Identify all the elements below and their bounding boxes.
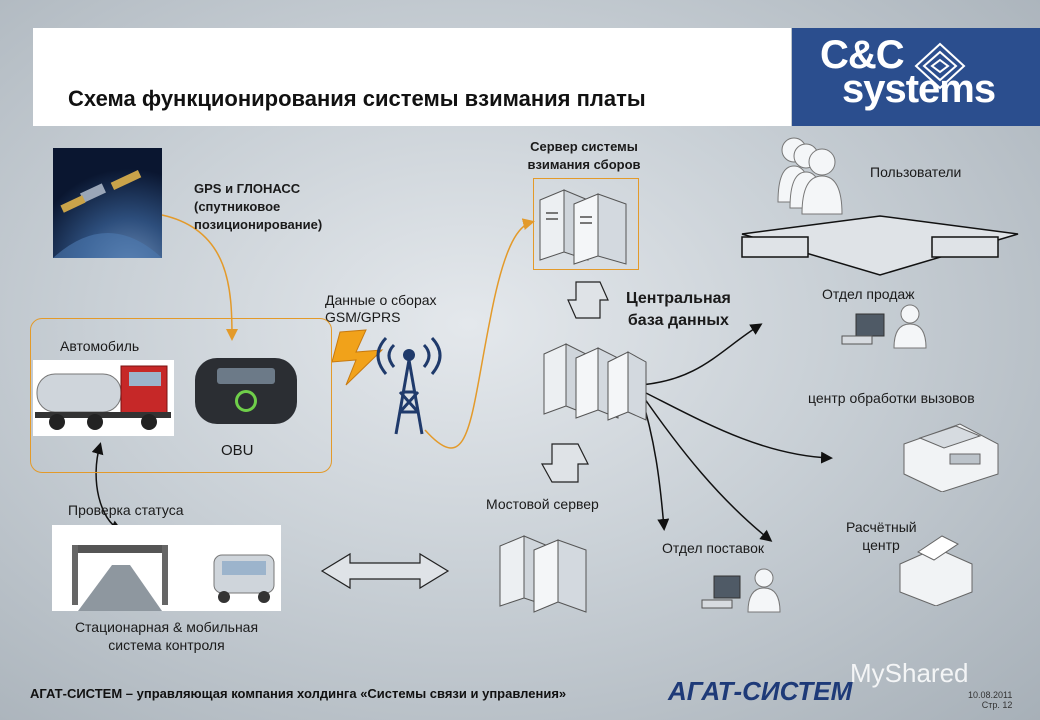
- call-center-label: центр обработки вызовов: [808, 390, 975, 406]
- server-frame: [533, 178, 639, 270]
- fax-icon: [903, 423, 999, 492]
- database-servers-icon: [543, 343, 647, 421]
- gps-link: [161, 214, 238, 341]
- watermark: MyShared: [850, 658, 969, 688]
- control-label: Стационарная & мобильная система контрол…: [74, 619, 259, 653]
- status-check-label: Проверка статуса: [68, 502, 184, 518]
- title-bar: [33, 28, 791, 126]
- vehicle-group: [30, 318, 332, 473]
- server-icon: [539, 189, 627, 265]
- gsm-link: [424, 218, 535, 449]
- sales-workstation-icon: [841, 304, 927, 349]
- server-db-arrow: [567, 281, 609, 319]
- control-bridge-arrow: [320, 552, 450, 590]
- obu-device: [195, 358, 297, 424]
- server-label: Сервер системы взимания сборов: [527, 139, 641, 172]
- central-db-label: Центральная база данных: [626, 290, 731, 329]
- antenna-icon: [376, 336, 442, 435]
- lightning-icon: [331, 329, 384, 386]
- bridge-server-label: Мостовой сервер: [486, 496, 599, 512]
- users-arrow: [741, 215, 1019, 276]
- agat-logo: АГАТ-СИСТЕМ: [668, 676, 853, 706]
- control-image: [52, 525, 281, 611]
- printer-icon: [899, 535, 973, 606]
- page-title: Схема функционирования системы взимания …: [68, 86, 646, 111]
- toll-gate-icon: [72, 545, 275, 611]
- cc-systems-logo: [792, 28, 1040, 126]
- users-icon: [777, 137, 843, 215]
- supply-label: Отдел поставок: [662, 540, 764, 556]
- logo-text: C&C systems: [820, 33, 996, 111]
- data-label: Данные о сборах GSM/GPRS: [325, 292, 437, 325]
- settlement-label: Расчётный центр: [846, 519, 917, 553]
- footer-meta: 10.08.2011 Стр. 12: [968, 690, 1012, 710]
- users-label: Пользователи: [870, 164, 962, 180]
- truck-image: [33, 360, 174, 436]
- footer-date: 10.08.2011: [968, 690, 1013, 700]
- obu-label: OBU: [221, 442, 254, 459]
- car-label: Автомобиль: [60, 338, 140, 354]
- gps-label: GPS и ГЛОНАСС (спутниковое позиционирова…: [194, 181, 323, 232]
- satellite-image: [53, 148, 162, 258]
- db-call-link: [639, 389, 833, 464]
- footer-page: Стр. 12: [981, 700, 1013, 710]
- obu-display: [217, 368, 275, 384]
- logo-line1: C&C: [820, 33, 905, 77]
- db-sales-link: [639, 323, 763, 386]
- logo-line2: systems: [842, 67, 996, 111]
- footer-text: АГАТ-СИСТЕМ – управляющая компания холди…: [30, 686, 567, 701]
- db-settle-link: [639, 391, 773, 542]
- satellite-icon: [53, 170, 162, 258]
- db-bridge-arrow: [540, 443, 589, 483]
- supply-workstation-icon: [701, 568, 781, 613]
- sales-label: Отдел продаж: [822, 286, 915, 302]
- obu-button: [235, 390, 257, 412]
- bridge-server-icon: [499, 535, 587, 613]
- truck-icon: [35, 365, 171, 430]
- diamond-icon: [914, 42, 966, 90]
